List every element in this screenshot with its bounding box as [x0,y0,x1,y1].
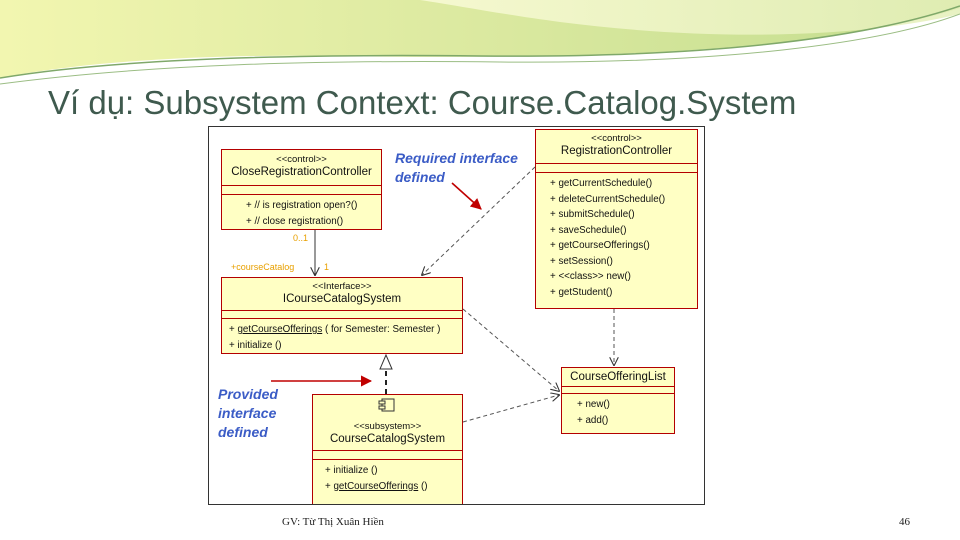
page-number: 46 [899,516,910,528]
operation: + new() [577,399,610,410]
class-close-registration-controller: <<control>> CloseRegistrationController … [221,149,382,230]
operation: + submitSchedule() [550,209,635,220]
subsystem-coursecatalogsystem: <<subsystem>> CourseCatalogSystem + init… [312,394,463,504]
dependency-registration-interface [422,166,536,275]
class-name: RegistrationController [560,145,673,157]
class-registration-controller: <<control>> RegistrationController + get… [535,129,698,309]
operation: + setSession() [550,255,613,267]
note-required-interface: Required interface defined [395,150,518,185]
operation: + getStudent() [550,286,613,298]
footer-author: GV: Từ Thị Xuân Hiền [282,516,384,528]
note-arrow-required [451,182,482,210]
class-name: CourseOfferingList [570,371,666,383]
stereotype-label: <<control>> [591,133,642,144]
class-course-offering-list: CourseOfferingList + new() + add() [561,367,675,434]
realization-arrowhead [379,353,393,370]
interface-icoursecatalogsystem: <<Interface>> ICourseCatalogSystem + get… [221,277,463,354]
operation: + // is registration open?() [246,200,358,211]
dependency-interface-offeringlist [462,308,559,391]
slide-title: Ví dụ: Subsystem Context: Course.Catalog… [48,84,797,121]
stereotype-label: <<Interface>> [312,281,372,292]
class-name: CloseRegistrationController [231,166,372,178]
operation: + // close registration() [246,215,344,227]
operation: + getCourseOfferings ( for Semester: Sem… [229,324,441,335]
header-banner [0,0,960,85]
operation: + saveSchedule() [550,224,627,236]
connector-layer [271,166,704,423]
dependency-subsystem-offeringlist [462,395,559,423]
operation: + getCurrentSchedule() [550,178,653,189]
uml-diagram: <<control>> CloseRegistrationController … [208,126,705,505]
stereotype-label: <<control>> [276,154,327,165]
operation: + deleteCurrentSchedule() [550,193,666,205]
operation: + getCourseOfferings() [550,240,650,251]
class-name: CourseCatalogSystem [329,433,446,445]
note-provided-interface: Provided interface defined [218,386,278,440]
operation: + initialize () [229,339,282,351]
operation: + <<class>> new() [550,271,631,282]
component-icon [378,398,395,412]
multiplicity-upper: 0..1 [293,233,309,243]
stereotype-label: <<subsystem>> [353,421,422,432]
operation: + add() [577,414,609,426]
class-name: ICourseCatalogSystem [282,293,402,305]
operation: + initialize () [325,465,378,476]
association-role: +courseCatalog [231,262,295,272]
multiplicity-lower: 1 [324,262,330,272]
operation: + getCourseOfferings () [325,480,428,492]
